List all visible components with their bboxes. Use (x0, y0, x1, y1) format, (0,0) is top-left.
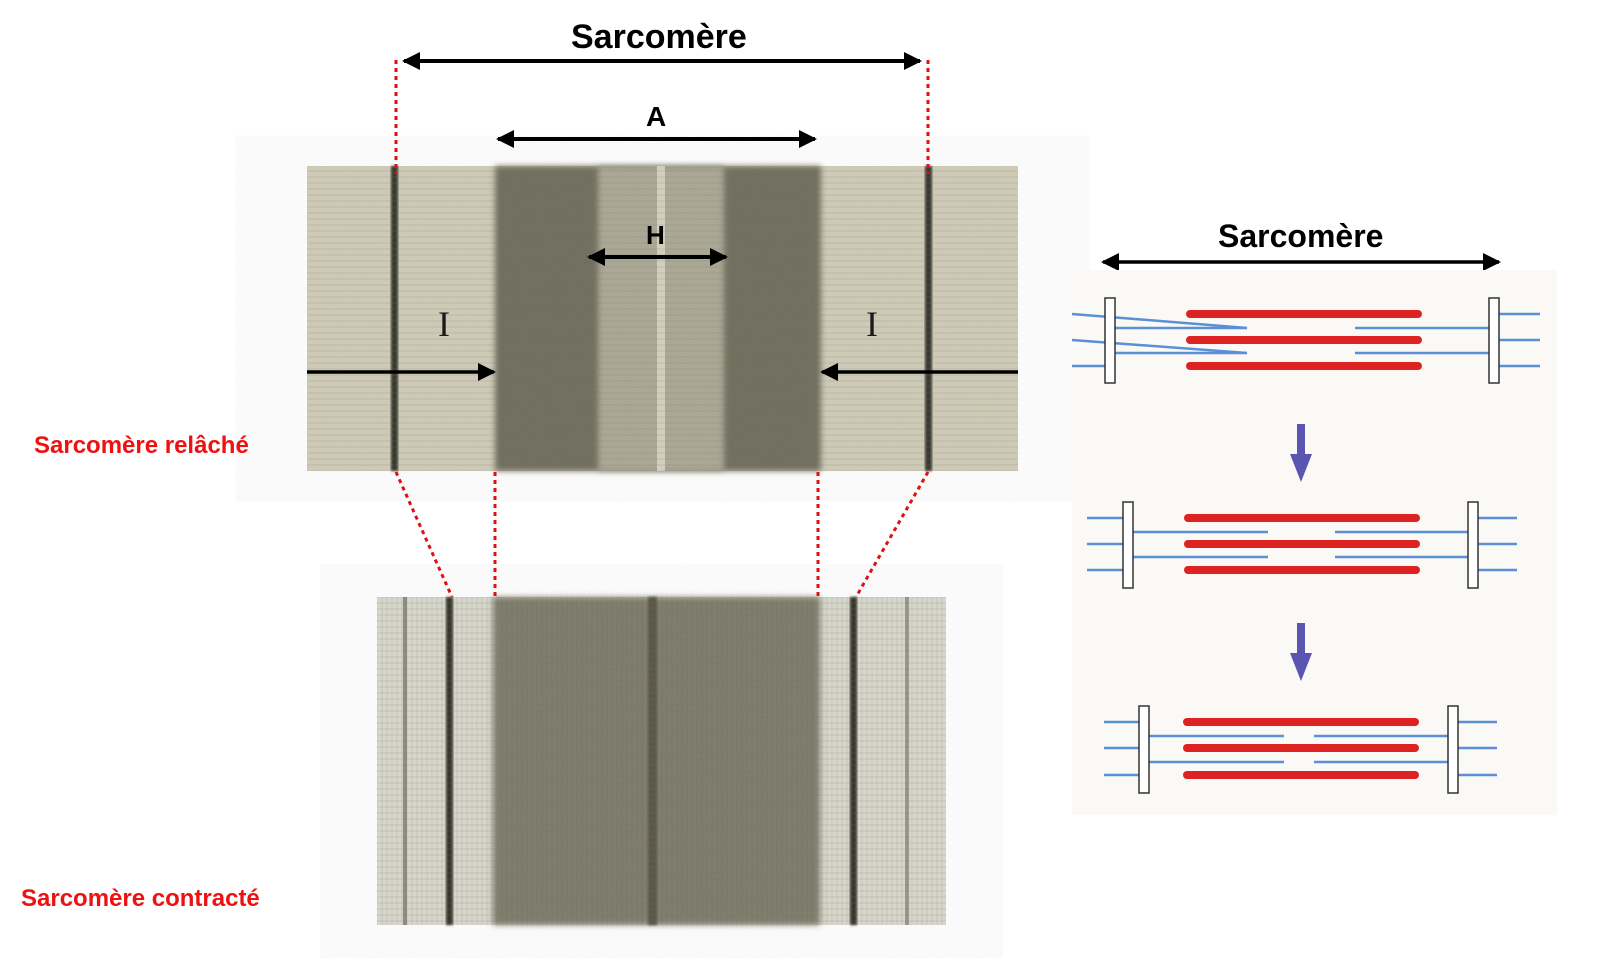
guide-lines (394, 60, 930, 598)
i-band-right-label: I (866, 304, 878, 344)
down-arrow-icon (1290, 623, 1312, 681)
dimension-arrows (307, 52, 1501, 381)
schema-relaxed (1071, 297, 1540, 384)
a-band-label: A (646, 101, 667, 132)
i-band-left-label: I (438, 304, 450, 344)
relaxed-label: Sarcomère relâché (34, 432, 249, 459)
down-arrow-icon (1290, 424, 1312, 482)
micrograph-contracted (377, 597, 946, 925)
h-zone-label: H (646, 220, 665, 250)
micrograph-relaxed (307, 166, 1018, 471)
schema-contracted (1104, 705, 1497, 794)
sarcomere-schema-title: Sarcomère (1218, 218, 1384, 254)
contracted-label: Sarcomère contracté (21, 885, 260, 912)
sarcomere-title: Sarcomère (571, 18, 747, 56)
guide-line-z-left-diag (394, 471, 454, 598)
schema-intermediate (1087, 501, 1517, 589)
guide-line-z-right-diag (854, 471, 930, 598)
